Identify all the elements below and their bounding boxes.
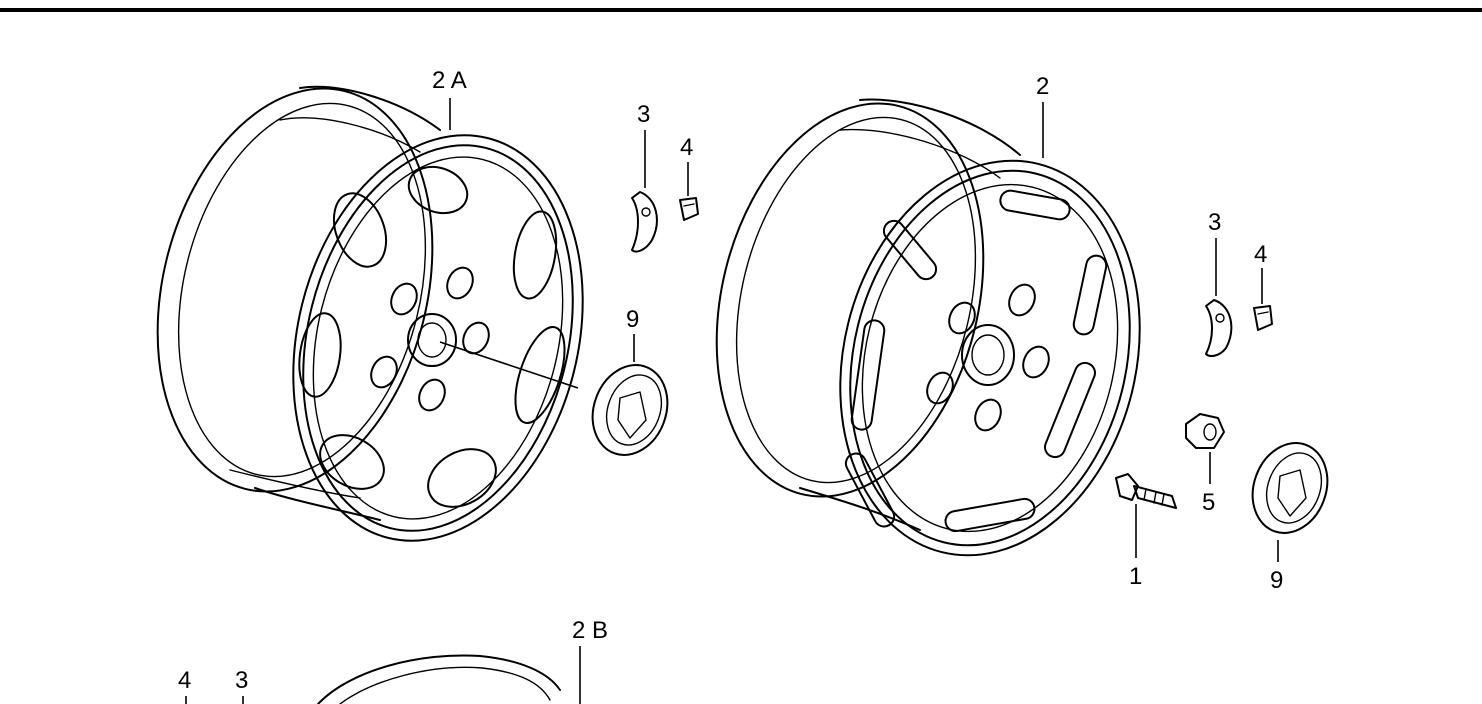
center-cap-9-a: [591, 334, 669, 456]
label-3-a: 3: [637, 101, 650, 128]
wheel-bolt-1: [1115, 473, 1177, 558]
wheel-nut-5: [1185, 413, 1225, 484]
balance-weight-3-a: [631, 130, 658, 253]
wheel-2a: [156, 85, 584, 542]
wheel-2: [715, 98, 1141, 557]
label-5: 5: [1202, 489, 1215, 516]
label-9-a: 9: [626, 306, 639, 333]
top-border-rule: [0, 8, 1482, 12]
label-4-c: 4: [178, 667, 191, 694]
clip-4-a: [679, 162, 699, 221]
label-1: 1: [1129, 563, 1142, 590]
label-4-a: 4: [680, 134, 693, 161]
label-2b: 2 B: [572, 617, 608, 644]
balance-weight-3-b: [1205, 238, 1233, 357]
label-3-b: 3: [1208, 209, 1221, 236]
center-cap-9-b: [1251, 442, 1329, 562]
label-2a: 2 A: [432, 67, 467, 94]
wheel-2b: [317, 646, 581, 704]
clip-4-b: [1253, 268, 1273, 331]
label-3-c: 3: [235, 667, 248, 694]
label-2: 2: [1036, 73, 1049, 100]
label-9-b: 9: [1270, 567, 1283, 594]
label-4-b: 4: [1254, 241, 1267, 268]
